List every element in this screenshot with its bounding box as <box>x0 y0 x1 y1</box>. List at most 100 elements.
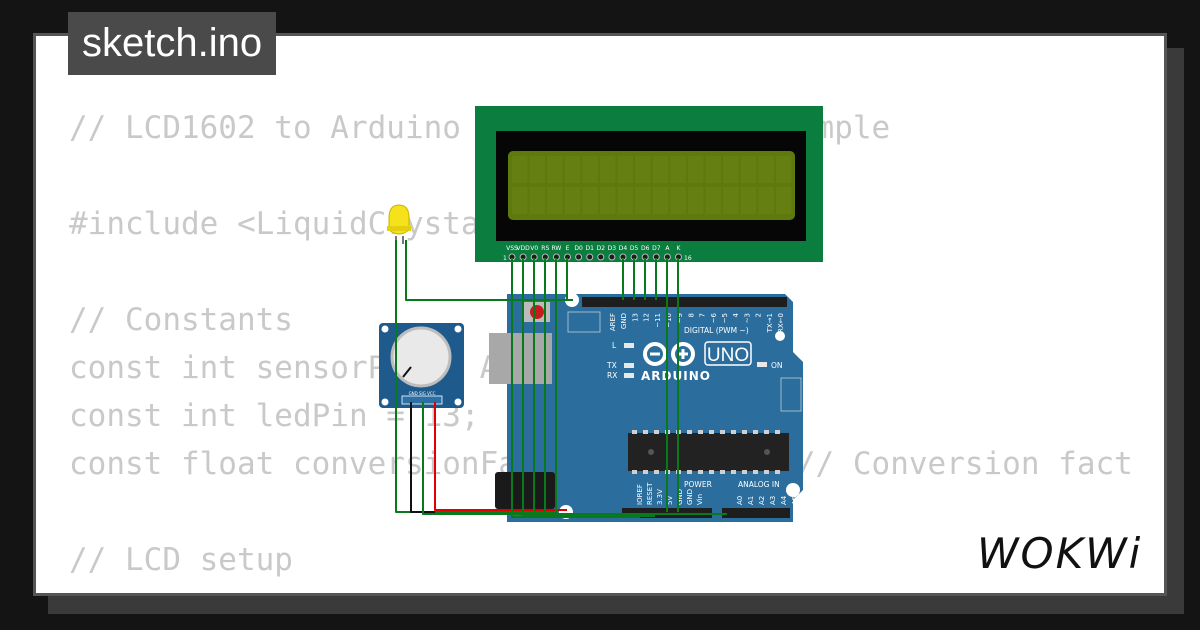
chip-dot <box>764 449 770 455</box>
code-line: // Constants <box>69 302 293 338</box>
wires <box>395 240 727 518</box>
lcd-pin-label: D3 <box>608 245 617 252</box>
chip-pin <box>643 470 648 474</box>
arduino-pin-label: ~6 <box>710 312 718 323</box>
lcd-char-cell <box>670 156 686 183</box>
arduino-pin-label: 3.3V <box>656 489 664 505</box>
arduino-pin-label: ~3 <box>743 313 751 323</box>
lcd-char-cell <box>705 156 721 183</box>
lcd-char-cell <box>776 187 792 214</box>
chip-pin <box>775 470 780 474</box>
lcd-char-cell <box>547 187 563 214</box>
atmega-chip <box>628 433 789 471</box>
yellow-led[interactable] <box>387 204 411 244</box>
arduino-pin-label: A1 <box>747 496 755 505</box>
lcd-pin[interactable] <box>608 253 616 261</box>
lcd-pin[interactable] <box>586 253 594 261</box>
arduino-pin-label: ~9 <box>676 313 684 323</box>
arduino-pin-label: RX←0 <box>777 313 785 333</box>
chip-pin <box>742 470 747 474</box>
mount-hole <box>786 483 800 497</box>
lcd-char-cell <box>723 187 739 214</box>
arduino-pin-label: A3 <box>769 496 777 505</box>
icsp-header <box>567 311 601 333</box>
arduino-pin-label: RESET <box>646 482 654 505</box>
arduino-pin-label: 5V <box>666 496 674 505</box>
wire-pot-gnd <box>410 402 435 513</box>
digital-header-label: DIGITAL (PWM ~) <box>684 326 749 335</box>
arduino-pin-label: ~10 <box>665 313 673 328</box>
lcd-pin-label: VSS <box>506 245 518 252</box>
wire-pot-sig <box>422 402 727 515</box>
arduino-pin-label: 2 <box>755 313 763 317</box>
chip-pin <box>731 430 736 434</box>
lcd-pin-label: D5 <box>630 245 639 252</box>
lcd-char-cell <box>582 156 598 183</box>
chip-pin <box>720 430 725 434</box>
chip-pin <box>654 470 659 474</box>
lcd-char-cell <box>740 156 757 183</box>
lcd-char-cell <box>758 187 774 214</box>
arduino-pin-label: 7 <box>699 313 707 317</box>
code-line: // LCD setup <box>69 542 293 578</box>
lcd-char-cell <box>600 156 616 183</box>
arduino-pin-label: ~11 <box>654 313 662 328</box>
led-rx-label: RX <box>607 371 617 380</box>
lcd-pin-label: A <box>665 245 670 252</box>
lcd-pin-label: D4 <box>619 245 628 252</box>
lcd-pin-label: RW <box>551 245 561 252</box>
uno-badge <box>704 341 752 366</box>
chip-pin <box>731 470 736 474</box>
lcd-pin-label: RS <box>541 245 549 252</box>
power-label: POWER <box>684 480 712 489</box>
chip-pin <box>709 470 714 474</box>
lcd-char-cell <box>617 156 633 183</box>
chip-pin <box>632 470 637 474</box>
lcd-char-cell <box>652 187 669 214</box>
arduino-logo-icon <box>643 342 695 366</box>
chip-pin <box>775 430 780 434</box>
lcd-pin-label: D1 <box>585 245 594 252</box>
usb-connector <box>489 333 552 384</box>
potentiometer[interactable]: GND SIG VCC <box>379 323 464 408</box>
lcd-char-cell <box>547 156 563 183</box>
lcd-pin[interactable] <box>597 253 605 261</box>
chip-pin <box>632 430 637 434</box>
arduino-wordmark: ARDUINO <box>641 369 711 383</box>
lcd-char-cell <box>512 187 528 214</box>
led-l-label: L <box>612 341 617 350</box>
chip-pin <box>709 430 714 434</box>
lcd-pin-label: D7 <box>652 245 661 252</box>
chip-pin <box>687 470 692 474</box>
chip-pin <box>753 470 758 474</box>
digital-header <box>582 297 787 307</box>
wire-lcd-vdd <box>522 258 655 517</box>
wire-led-anode <box>405 240 573 301</box>
lcd-pin-label: V0 <box>530 245 538 252</box>
arduino-pin-label: GND <box>686 489 694 505</box>
pot-knob <box>390 326 452 388</box>
lcd-pin-label: VDD <box>516 245 530 252</box>
arduino-pin-label: GND <box>620 313 628 329</box>
lcd-char-cell <box>564 187 581 214</box>
code-line: LiquidCrystal lcd(12, 11, 5, 4, 3, 2); <box>69 584 1133 593</box>
lcd-char-cell <box>564 156 581 183</box>
chip-dot <box>648 449 654 455</box>
wire-led-cathode <box>395 240 556 513</box>
lcd-pin-first-label: 1 <box>503 255 507 262</box>
lcd-char-grid <box>512 156 792 214</box>
lcd-pin-label: D0 <box>574 245 583 252</box>
lcd-pin-label: D6 <box>641 245 650 252</box>
file-tab[interactable]: sketch.ino <box>68 12 277 75</box>
lcd-char-cell <box>723 156 739 183</box>
lcd-char-cell <box>670 187 686 214</box>
lcd-pin[interactable] <box>575 253 583 261</box>
arduino-pin-label: 8 <box>687 313 695 317</box>
chip-pin <box>687 430 692 434</box>
chip-pin <box>698 470 703 474</box>
chip-pin <box>720 470 725 474</box>
